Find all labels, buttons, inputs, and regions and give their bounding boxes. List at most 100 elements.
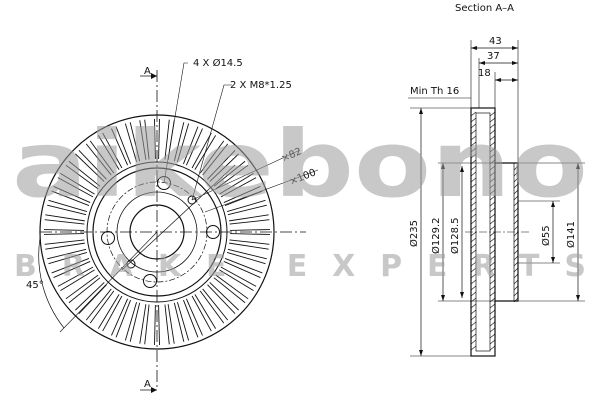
vent-slot-edge xyxy=(53,261,91,278)
hatch-line xyxy=(470,183,477,189)
hatch-line xyxy=(489,219,496,225)
vent-slot-edge xyxy=(191,132,212,169)
vent-slot-edge xyxy=(226,252,266,265)
hatch-line xyxy=(489,279,496,285)
hat-outer-edge xyxy=(92,167,222,297)
hatch-line xyxy=(470,135,477,141)
section-marker-top: A xyxy=(144,66,151,77)
dim-outer-diameter: Ø235 xyxy=(408,220,420,247)
vent-slot-edge xyxy=(44,219,85,225)
hatch-line xyxy=(513,225,519,231)
hatch-line xyxy=(470,171,477,177)
hatch-line xyxy=(489,255,496,261)
vent-slot-edge xyxy=(186,298,203,336)
vent-slot-edge xyxy=(173,122,185,162)
hatch-line xyxy=(513,291,519,297)
vent-slot-edge xyxy=(194,294,217,329)
hatch-line xyxy=(470,279,477,285)
vent-slot-edge xyxy=(191,295,212,332)
vent-slot-edge xyxy=(129,302,141,342)
hatch-line xyxy=(489,273,496,279)
hatch-line xyxy=(513,249,519,255)
hatch-line xyxy=(513,279,519,285)
hatch-line xyxy=(513,165,519,171)
bolt-hole-bottom xyxy=(143,274,157,288)
hatch-line xyxy=(489,315,496,321)
hatch-line xyxy=(489,135,496,141)
vent-slot-edge xyxy=(209,153,239,182)
hatch-line xyxy=(470,285,477,291)
hatch-line xyxy=(489,129,496,135)
vent-slot-edge xyxy=(115,126,131,165)
vent-slot-edge xyxy=(48,252,88,265)
hatch-line xyxy=(470,141,477,147)
hatch-line xyxy=(470,111,477,117)
vent-slot-edge xyxy=(229,233,270,235)
threads-callout: 2 X M8*1.25 xyxy=(230,80,292,91)
vent-slot-edge xyxy=(209,282,239,311)
section-hatching xyxy=(470,111,519,351)
vent-slots xyxy=(44,119,270,345)
vent-slot-edge xyxy=(85,288,112,321)
hub-circle xyxy=(116,191,198,273)
angle-ray xyxy=(59,231,158,333)
thread-hole-upper xyxy=(187,195,197,205)
vent-slot-edge xyxy=(207,150,236,180)
vent-slot-edge xyxy=(124,123,137,163)
hatch-line xyxy=(470,219,477,225)
angle-arc xyxy=(38,237,65,329)
vent-slot-edge xyxy=(51,258,90,274)
hatch-line xyxy=(513,207,519,213)
hatch-line xyxy=(489,303,496,309)
vent-slot-edge xyxy=(229,239,270,245)
vent-slot-edge xyxy=(139,120,147,160)
dim-offset: 18 xyxy=(478,68,491,79)
hatch-line xyxy=(489,345,496,351)
hatch-line xyxy=(489,267,496,273)
hatch-line xyxy=(470,249,477,255)
hatch-line xyxy=(513,189,519,195)
hatch-line xyxy=(470,237,477,243)
hatch-line xyxy=(513,201,519,207)
vent-slot-edge xyxy=(78,150,107,180)
vent-slot-edge xyxy=(65,164,99,190)
vent-slot-edge xyxy=(60,269,95,292)
thread-axis-line xyxy=(121,164,236,271)
hatch-line xyxy=(513,195,519,201)
vent-slot-edge xyxy=(183,299,199,338)
vent-slot-edge xyxy=(75,282,105,311)
hatch-line xyxy=(470,153,477,159)
bolt-hole-right xyxy=(206,225,220,239)
vent-slot-edge xyxy=(47,248,87,260)
vent-slot-edge xyxy=(78,284,107,314)
bolt-hole-top xyxy=(157,176,171,190)
hatch-line xyxy=(489,321,496,327)
vent-slot-edge xyxy=(65,274,99,300)
hatch-line xyxy=(489,291,496,297)
hatch-line xyxy=(470,117,477,123)
vent-slot-edge xyxy=(202,143,229,176)
hatch-line xyxy=(470,165,477,171)
hatch-line xyxy=(489,117,496,123)
vent-slot-edge xyxy=(53,186,91,203)
hatch-line xyxy=(513,231,519,237)
hatch-line xyxy=(489,207,496,213)
watermark-brand: aikebono xyxy=(12,111,588,218)
vent-slot-edge xyxy=(213,277,246,304)
vent-slot-edge xyxy=(89,140,115,174)
vent-slot-edge xyxy=(44,229,85,231)
hatch-line xyxy=(513,261,519,267)
hatch-line xyxy=(470,291,477,297)
hatch-line xyxy=(489,171,496,177)
hatch-line xyxy=(489,165,496,171)
vent-slot-edge xyxy=(97,294,120,329)
section-title: Section A–A xyxy=(455,3,514,14)
vent-slot-edge xyxy=(68,277,101,304)
leader-pcd xyxy=(204,169,319,213)
vent-slot-edge xyxy=(173,302,185,342)
hatch-line xyxy=(489,153,496,159)
hatch-line xyxy=(489,189,496,195)
hatch-line xyxy=(470,243,477,249)
vent-slot-edge xyxy=(213,160,246,187)
vent-slot-edge xyxy=(177,301,190,341)
